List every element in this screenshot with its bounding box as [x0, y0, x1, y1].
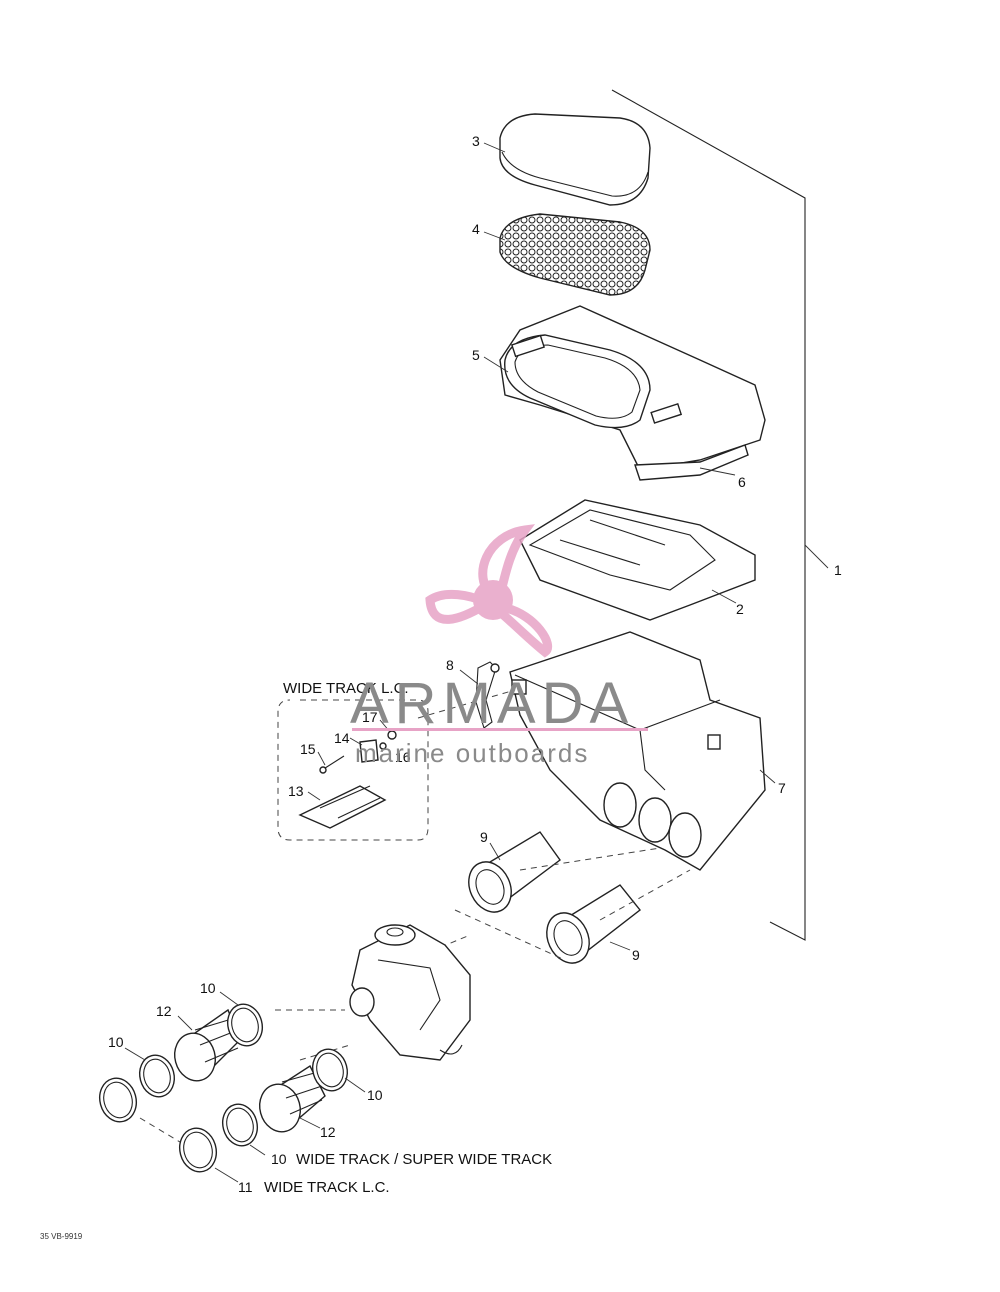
- clamp-part: [312, 1048, 348, 1092]
- clip-part: [475, 661, 500, 729]
- rubber-sleeve-lower-part: [259, 1064, 326, 1133]
- label-part-8: 8: [446, 657, 454, 673]
- clamp-part: [139, 1054, 175, 1098]
- label-part-2: 2: [736, 601, 744, 617]
- label-part-7: 7: [778, 780, 786, 796]
- airbox-cover-part: [499, 305, 766, 481]
- clamp-part: [222, 1103, 258, 1147]
- carburetor-part: [349, 924, 471, 1061]
- baffle-plate-part: [519, 499, 756, 621]
- item-10-note: WIDE TRACK / SUPER WIDE TRACK: [296, 1151, 552, 1168]
- drawing-code: 35 VB-9919: [40, 1232, 83, 1241]
- watermark-underline: [352, 728, 648, 731]
- clamp-part: [99, 1077, 137, 1123]
- label-part-6: 6: [738, 474, 746, 490]
- label-part-14: 14: [334, 730, 350, 746]
- label-part-10-a: 10: [200, 980, 216, 996]
- clamp-part: [179, 1127, 217, 1173]
- label-part-15: 15: [300, 741, 316, 757]
- watermark-title: ARMADA: [350, 671, 634, 736]
- label-part-10-c: 10: [367, 1087, 383, 1103]
- wide-track-lc-heading: WIDE TRACK L.C.: [283, 680, 409, 697]
- propeller-logo-icon: [425, 524, 552, 658]
- filter-foam-part: [499, 113, 651, 206]
- airbox-housing-part: [509, 631, 766, 871]
- label-part-12-b: 12: [320, 1124, 336, 1140]
- clamp-part: [227, 1003, 263, 1047]
- label-part-11: 11: [238, 1179, 253, 1195]
- label-part-16: 16: [395, 749, 411, 765]
- label-part-10-b: 10: [108, 1034, 124, 1050]
- label-part-17: 17: [362, 709, 378, 725]
- label-part-4: 4: [472, 221, 480, 237]
- watermark-subtitle: marine outboards: [355, 738, 589, 768]
- intake-adaptor-upper-part: [468, 831, 561, 913]
- label-part-13: 13: [288, 783, 304, 799]
- label-part-9-upper: 9: [480, 829, 488, 845]
- label-part-12-a: 12: [156, 1003, 172, 1019]
- label-part-1: 1: [834, 562, 842, 578]
- assembly-bracket: [611, 89, 829, 941]
- label-part-9-lower: 9: [632, 947, 640, 963]
- label-part-10-d: 10: [271, 1151, 287, 1167]
- wide-track-lc-box: [277, 689, 516, 841]
- intake-adaptor-lower-part: [546, 884, 641, 964]
- label-part-5: 5: [472, 347, 480, 363]
- label-part-3: 3: [472, 133, 480, 149]
- item-11-note: WIDE TRACK L.C.: [264, 1179, 390, 1196]
- mesh-screen-part: [499, 213, 651, 296]
